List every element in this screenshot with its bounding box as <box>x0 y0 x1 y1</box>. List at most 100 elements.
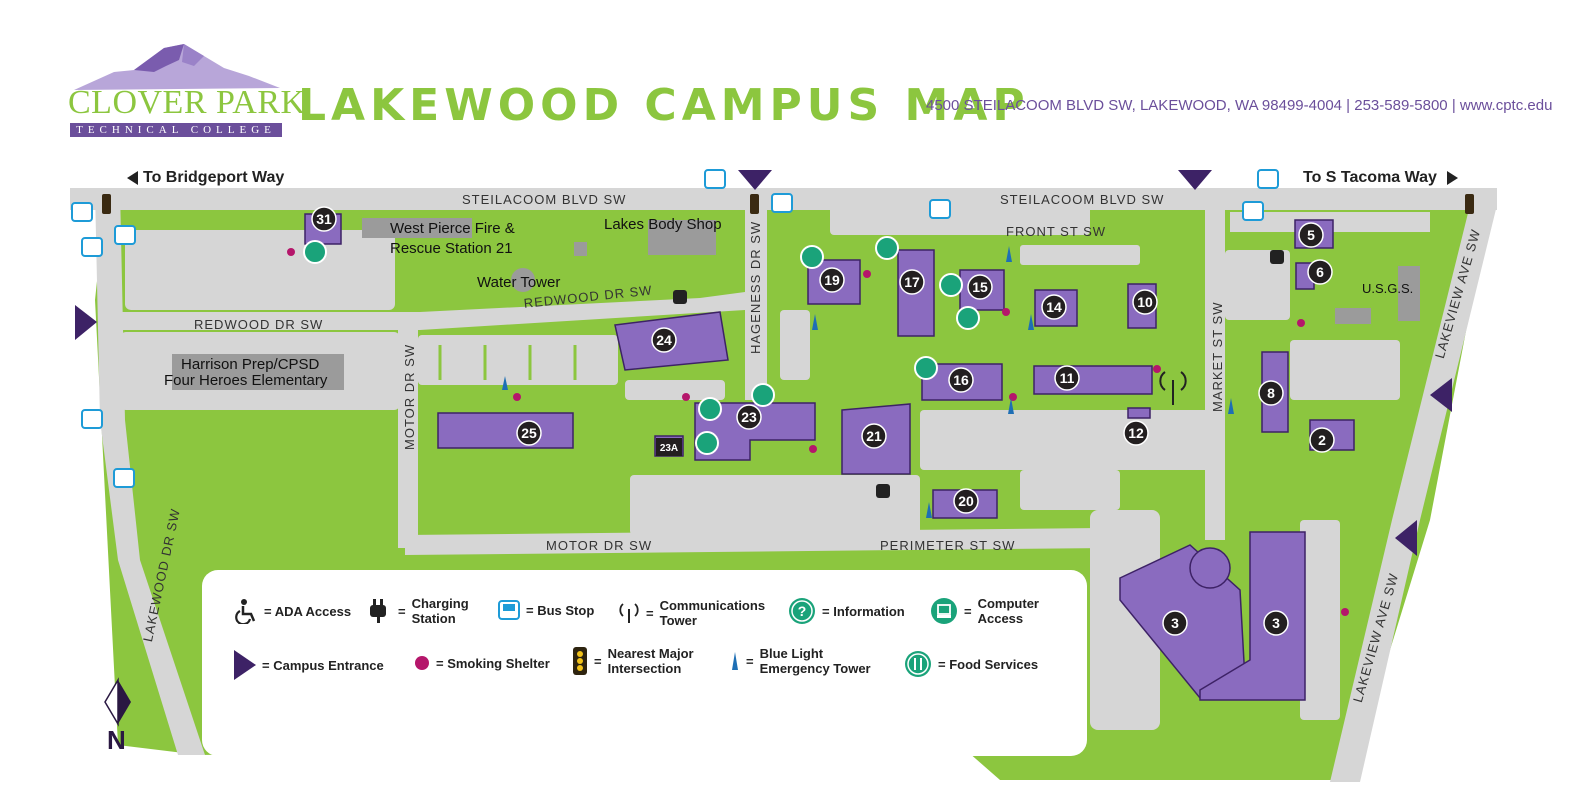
building-number: 20 <box>958 493 974 509</box>
smoking-shelter-icon <box>287 248 295 256</box>
building-badge-6[interactable]: 6 <box>1307 259 1333 285</box>
building-number: 3 <box>1171 615 1179 631</box>
street-steilacoom-west: STEILACOOM BLVD SW <box>462 192 627 207</box>
legend-bus: = Bus Stop <box>498 600 594 620</box>
blue-light-icon <box>1006 246 1012 262</box>
traffic-light-icon <box>573 647 587 675</box>
blue-light-icon <box>732 652 738 670</box>
smoking-shelter-icon <box>513 393 521 401</box>
bus-stops <box>71 169 1279 488</box>
ada-icon <box>235 599 256 624</box>
computer-icon <box>956 306 980 330</box>
smoking-shelter-icon <box>1153 365 1161 373</box>
building-badge-15[interactable]: 15 <box>967 274 993 300</box>
building-3-east <box>1199 531 1306 701</box>
building-number: 25 <box>521 425 537 441</box>
body-shop-building <box>648 220 716 255</box>
bus-icon <box>929 199 951 219</box>
building-badge-31[interactable]: 31 <box>311 206 337 232</box>
building-3-rotunda <box>1189 547 1231 589</box>
smoking-shelter-icon <box>863 270 871 278</box>
smoking-shelter-icon <box>1009 393 1017 401</box>
building-badge-24[interactable]: 24 <box>651 327 677 353</box>
traffic-light-icon <box>750 194 759 214</box>
traffic-light-icon <box>102 194 111 214</box>
building-badge-12[interactable]: 12 <box>1123 420 1149 446</box>
smoking-shelter-icon <box>682 393 690 401</box>
water-tower-structure <box>511 268 535 292</box>
smoking-shelter-icon <box>1297 319 1305 327</box>
building-25 <box>437 412 574 449</box>
food-services-icon <box>905 651 931 677</box>
building-badge-19[interactable]: 19 <box>819 267 845 293</box>
building-number: 11 <box>1060 370 1075 386</box>
school-label-line2: Four Heroes Elementary <box>164 372 328 389</box>
blue-light-icon <box>1008 398 1014 414</box>
building-badge-10[interactable]: 10 <box>1132 289 1158 315</box>
road-motor-vertical <box>398 318 418 548</box>
legend-entrance: = Campus Entrance <box>234 650 384 680</box>
bus-icon <box>704 169 726 189</box>
body-shop-label: Lakes Body Shop <box>604 216 722 233</box>
to-s-tacoma-way-link[interactable]: To S Tacoma Way <box>1303 169 1437 186</box>
bus-icon <box>498 600 520 620</box>
legend-smoking: = Smoking Shelter <box>414 655 550 671</box>
building-badge-5[interactable]: 5 <box>1298 222 1324 248</box>
campus-entrance-icon <box>1430 378 1452 412</box>
blue-light-icon <box>1028 314 1034 330</box>
building-badge-20[interactable]: 20 <box>953 488 979 514</box>
building-number: 10 <box>1137 294 1153 310</box>
legend-intersection: = Nearest Major Intersection <box>572 646 694 676</box>
campus-entrance-icon <box>738 170 772 190</box>
charging-icon <box>673 290 687 304</box>
building-number: 24 <box>656 332 672 348</box>
building-badge-16[interactable]: 16 <box>948 367 974 393</box>
campus-entrance-icon <box>75 305 97 340</box>
building-badge-3[interactable]: 3 <box>1162 610 1188 636</box>
school-label-line1: Harrison Prep/CPSD <box>181 356 320 373</box>
mountain-logo-icon <box>74 44 280 90</box>
arrow-right-icon <box>1447 171 1458 185</box>
communications-tower-icon <box>1159 371 1187 405</box>
building-badge-2[interactable]: 2 <box>1309 427 1335 453</box>
campus-entrance-icon <box>234 650 256 680</box>
building-badge-23[interactable]: 23 <box>736 404 762 430</box>
brand-subtitle: TECHNICAL COLLEGE <box>70 123 282 137</box>
to-bridgeport-way-link[interactable]: To Bridgeport Way <box>143 169 285 186</box>
fire-station-label-line1: West Pierce Fire & <box>390 220 515 237</box>
building-number: 19 <box>824 272 840 288</box>
building-badge-14[interactable]: 14 <box>1041 294 1067 320</box>
school-building <box>172 354 344 390</box>
building-number: 12 <box>1128 425 1144 441</box>
building-badge-17[interactable]: 17 <box>899 269 925 295</box>
campus-entrance-markers <box>75 170 1452 556</box>
bus-icon <box>1242 201 1264 221</box>
street-front: FRONT ST SW <box>1006 224 1107 239</box>
building-number: 6 <box>1316 264 1324 280</box>
road-lakewood <box>95 190 205 755</box>
compass-icon <box>104 677 131 727</box>
intersections <box>102 194 1474 214</box>
building-badge-8[interactable]: 8 <box>1258 380 1284 406</box>
building-12 <box>1127 407 1151 419</box>
building-badge-11[interactable]: 11 <box>1054 365 1080 391</box>
information-icon: ? <box>789 598 815 624</box>
road-hageness <box>745 200 767 400</box>
information-icon <box>939 273 963 297</box>
usgs-building <box>1398 266 1420 321</box>
building-badge-3[interactable]: 3 <box>1263 610 1289 636</box>
charging-icon <box>876 484 890 498</box>
building-badge-21[interactable]: 21 <box>861 423 887 449</box>
page-title: LAKEWOOD CAMPUS MAP <box>298 80 1030 131</box>
street-market: MARKET ST SW <box>1210 301 1225 412</box>
smoking-shelter-icon <box>1002 308 1010 316</box>
building-23 <box>694 402 816 461</box>
building-number: 2 <box>1318 432 1326 448</box>
compass-north-label: N <box>107 725 126 755</box>
building-badge-25[interactable]: 25 <box>516 420 542 446</box>
smoking-shelter-icon <box>809 445 817 453</box>
legend-communications: = Communications Tower <box>618 598 765 628</box>
bus-icon <box>71 202 93 222</box>
building-number: 17 <box>904 274 920 290</box>
